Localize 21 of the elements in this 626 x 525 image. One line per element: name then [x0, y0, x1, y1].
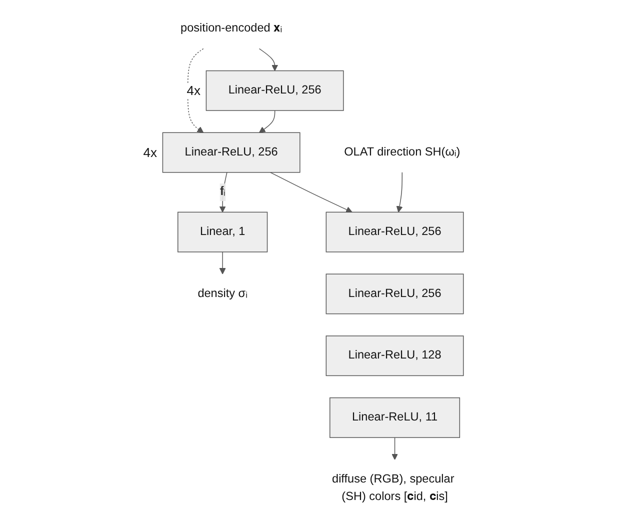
arrow — [270, 172, 353, 212]
node-box: Linear, 1 — [178, 211, 268, 252]
node-box: Linear-ReLU, 11 — [330, 396, 460, 438]
arrow — [259, 48, 278, 71]
arrow — [188, 48, 204, 132]
node-box: Linear-ReLU, 256 — [162, 132, 301, 172]
arrow — [220, 172, 228, 212]
node-text: position-encoded 𝐱ᵢ — [180, 22, 282, 34]
node-box: Linear-ReLU, 256 — [326, 273, 464, 314]
arrow — [392, 436, 398, 460]
node-text: density σᵢ — [198, 286, 248, 300]
node-box: Linear-ReLU, 256 — [206, 70, 344, 110]
node-text: OLAT direction SH(ωᵢ) — [344, 145, 460, 158]
repeat-count: 4x — [184, 82, 202, 98]
node-text: diffuse (RGB), specular (SH) colors [𝐜id, 𝐜is] — [332, 472, 455, 503]
arrow — [396, 172, 403, 212]
arrow — [259, 110, 276, 132]
arrow — [220, 251, 226, 274]
edge-label: 𝐟ᵢ — [220, 185, 226, 198]
node-box: Linear-ReLU, 256 — [326, 211, 464, 252]
node-box: Linear-ReLU, 128 — [326, 335, 464, 376]
